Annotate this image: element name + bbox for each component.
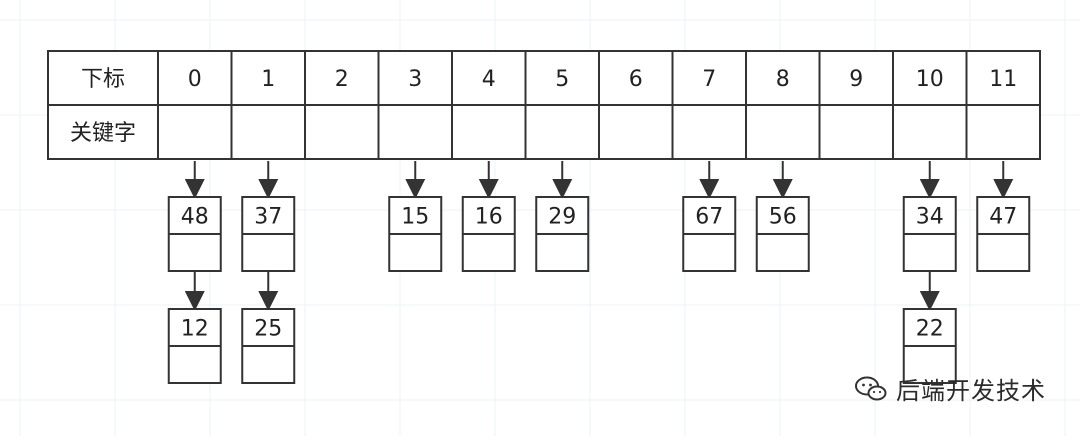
chain-column: 29 <box>535 161 590 272</box>
index-label: 7 <box>702 67 716 92</box>
chain-key: 67 <box>695 205 723 230</box>
chain-column: 15 <box>388 161 443 272</box>
chain-key: 48 <box>181 205 209 230</box>
chain-column: 67 <box>682 161 737 272</box>
index-label: 3 <box>408 67 422 92</box>
chain-key: 15 <box>401 205 429 230</box>
chain-key: 34 <box>916 205 944 230</box>
chain-key: 56 <box>769 205 797 230</box>
index-label: 5 <box>555 67 569 92</box>
watermark: 后端开发技术 <box>854 371 1046 406</box>
chain-column: 34 22 <box>902 161 957 384</box>
chain-key: 25 <box>254 317 282 342</box>
watermark-text: 后端开发技术 <box>896 377 1046 405</box>
index-label: 11 <box>989 67 1017 92</box>
chain-column: 47 <box>976 161 1031 272</box>
wechat-icon <box>855 376 887 400</box>
chain-column: 37 25 <box>241 161 296 384</box>
chain-key: 37 <box>254 205 282 230</box>
chain-column: 48 12 <box>167 161 222 384</box>
chain-key: 29 <box>548 205 576 230</box>
chain-column: 16 <box>461 161 516 272</box>
chain-nodes: 48 12 37 25 15 16 29 67 56 34 22 47 <box>167 161 1031 384</box>
row-label-key: 关键字 <box>70 121 136 146</box>
row-label-index: 下标 <box>81 67 125 92</box>
chain-key: 47 <box>989 205 1017 230</box>
index-label: 2 <box>335 67 349 92</box>
index-label: 1 <box>261 67 275 92</box>
index-label: 0 <box>188 67 202 92</box>
chain-column: 56 <box>755 161 810 272</box>
chain-key: 22 <box>916 317 944 342</box>
index-label: 4 <box>482 67 496 92</box>
index-label: 8 <box>776 67 790 92</box>
index-label: 9 <box>849 67 863 92</box>
index-label: 10 <box>916 67 944 92</box>
chain-key: 12 <box>181 317 209 342</box>
index-label: 6 <box>629 67 643 92</box>
chain-key: 16 <box>475 205 503 230</box>
